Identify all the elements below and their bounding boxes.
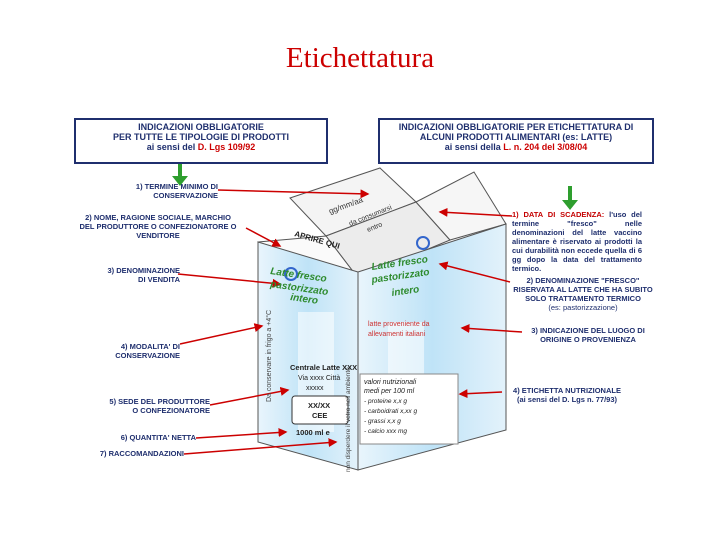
label-right-2-line4: (es: pastorizzazione) [548,303,618,312]
label-left-4-line1: 4) MODALITA' DI [120,342,180,351]
label-left-2-line2: DEL PRODUTTORE O CONFEZIONATORE O [79,222,237,231]
label-left-2: 2) NOME, RAGIONE SOCIALE, MARCHIO DEL PR… [68,213,248,240]
nutrition-title-2: medi per 100 ml [364,388,415,395]
arrow-left-3 [177,273,282,288]
label-left-5-line2: O CONFEZIONATORE [132,406,210,415]
label-left-5: 5) SEDE DEL PRODUTTORE O CONFEZIONATORE [88,397,210,415]
slide-title: Etichettatura [285,42,435,74]
label-right-1-body: l'uso del termine "fresco" nelle denomin… [512,210,642,273]
mandatory-general-law-prefix: ai sensi del [146,142,198,152]
nutrition-calcium: - calcio xxx mg [364,428,407,435]
mandatory-general-line1: INDICAZIONI OBBLIGATORIE [138,122,264,132]
label-left-5-line1: 5) SEDE DEL PRODUTTORE [109,397,210,406]
warning-vertical-text: non disperdere il vetro nell ambiente [345,367,352,472]
label-left-3: 3) DENOMINAZIONE DI VENDITA [88,266,180,284]
mandatory-specific-line2: ALCUNI PRODOTTI ALIMENTARI (es: LATTE) [419,132,613,142]
arrow-left-1 [217,189,370,199]
green-arrow-right-head [562,200,578,210]
arrow-left-5 [209,386,290,406]
label-left-2-line1: 2) NOME, RAGIONE SOCIALE, MARCHIO [85,213,231,222]
label-right-1: 1) DATA DI SCADENZA: l'uso del termine "… [512,210,642,273]
mandatory-specific-line1: INDICAZIONI OBBLIGATORIE PER ETICHETTATU… [398,122,634,132]
storage-vertical-text: Da conservare in frigo a +4°C [265,310,273,402]
label-left-4-line2: CONSERVAZIONE [115,351,180,360]
product-name-right-3: intero [391,284,420,299]
nutrition-panel [359,373,459,445]
label-left-1-line1: 1) TERMINE MINIMO DI [135,182,218,191]
cee-label: CEE [312,411,327,420]
label-left-3-line2: DI VENDITA [138,275,180,284]
nutrition-title-1: valori nutrizionali [364,379,417,386]
arrow-right-4 [458,389,503,399]
address-line-2: Via xxxx Città [298,375,340,382]
label-right-2: 2) DENOMINAZIONE "FRESCO" RISERVATA AL L… [508,276,658,312]
product-name-left-3: intero [290,292,319,307]
label-right-2-line2: RISERVATA AL LATTE CHE HA SUBITO [513,285,653,294]
label-right-4: 4) ETICHETTA NUTRIZIONALE (ai sensi del … [504,386,630,404]
label-left-6: 6) QUANTITA' NETTA [120,433,196,442]
nutrition-proteins: - proteine x,x g [364,398,407,405]
arrow-left-2 [245,227,282,247]
mandatory-specific-law-ref: L. n. 204 del 3/08/04 [503,142,588,152]
label-left-3-line1: 3) DENOMINAZIONE [107,266,180,275]
milk-carton-drawing: gg/mm/aa da consumarsi entro APRIRE QUI … [172,164,578,472]
address-line-3: xxxxx [306,385,324,392]
mandatory-general-law-ref: D. Lgs 109/92 [197,142,256,152]
mandatory-specific-box: INDICAZIONI OBBLIGATORIE PER ETICHETTATU… [378,118,654,164]
label-right-3: 3) INDICAZIONE DEL LUOGO DI ORIGINE O PR… [520,326,656,344]
labeling-diagram: INDICAZIONI OBBLIGATORIE PER TUTTE LE TI… [68,112,660,474]
address-line-1: Centrale Latte XXX [290,363,357,372]
origin-line-1: latte proveniente da [368,321,430,328]
cee-code: XX/XX [308,401,330,410]
origin-line-2: allevamenti italiani [368,331,426,338]
label-right-1-head: 1) DATA DI SCADENZA: [512,210,605,219]
label-left-1-line2: CONSERVAZIONE [153,191,218,200]
label-left-4: 4) MODALITA' DI CONSERVAZIONE [88,342,180,360]
mandatory-general-box: INDICAZIONI OBBLIGATORIE PER TUTTE LE TI… [74,118,328,164]
label-right-2-line3: SOLO TRATTAMENTO TERMICO [525,294,641,303]
label-left-7: 7) RACCOMANDAZIONI [99,449,184,458]
label-right-2-line1: 2) DENOMINAZIONE "FRESCO" [526,276,640,285]
cee-stamp [291,395,349,425]
arrow-left-7 [183,438,338,455]
arrow-left-4 [179,323,264,345]
nutrition-carbs: - carboidrati x,xx g [364,408,417,415]
label-right-3-line1: 3) INDICAZIONE DEL LUOGO DI [531,326,645,335]
arrow-right-1 [438,207,513,217]
net-quantity-text: 1000 ml e [296,428,330,437]
label-left-1: 1) TERMINE MINIMO DI CONSERVAZIONE [108,182,218,200]
mandatory-general-line2: PER TUTTE LE TIPOLOGIE DI PRODOTTI [112,132,289,142]
label-right-4-line2: (ai sensi del D. Lgs n. 77/93) [516,395,618,404]
green-arrow-left-head [172,176,188,186]
arrow-left-6 [195,428,288,439]
label-right-3-line2: ORIGINE O PROVENIENZA [540,335,636,344]
brand-logo-left-icon [284,267,298,281]
label-left-2-line3: VENDITORE [136,231,180,240]
brand-logo-right-icon [416,236,430,250]
arrow-right-3 [460,324,523,333]
mandatory-specific-law-prefix: ai sensi della [444,142,504,152]
nutrition-fats: - grassi x,x g [364,418,401,425]
label-right-4-line1: 4) ETICHETTA NUTRIZIONALE [513,386,621,395]
arrow-right-2 [438,261,511,283]
